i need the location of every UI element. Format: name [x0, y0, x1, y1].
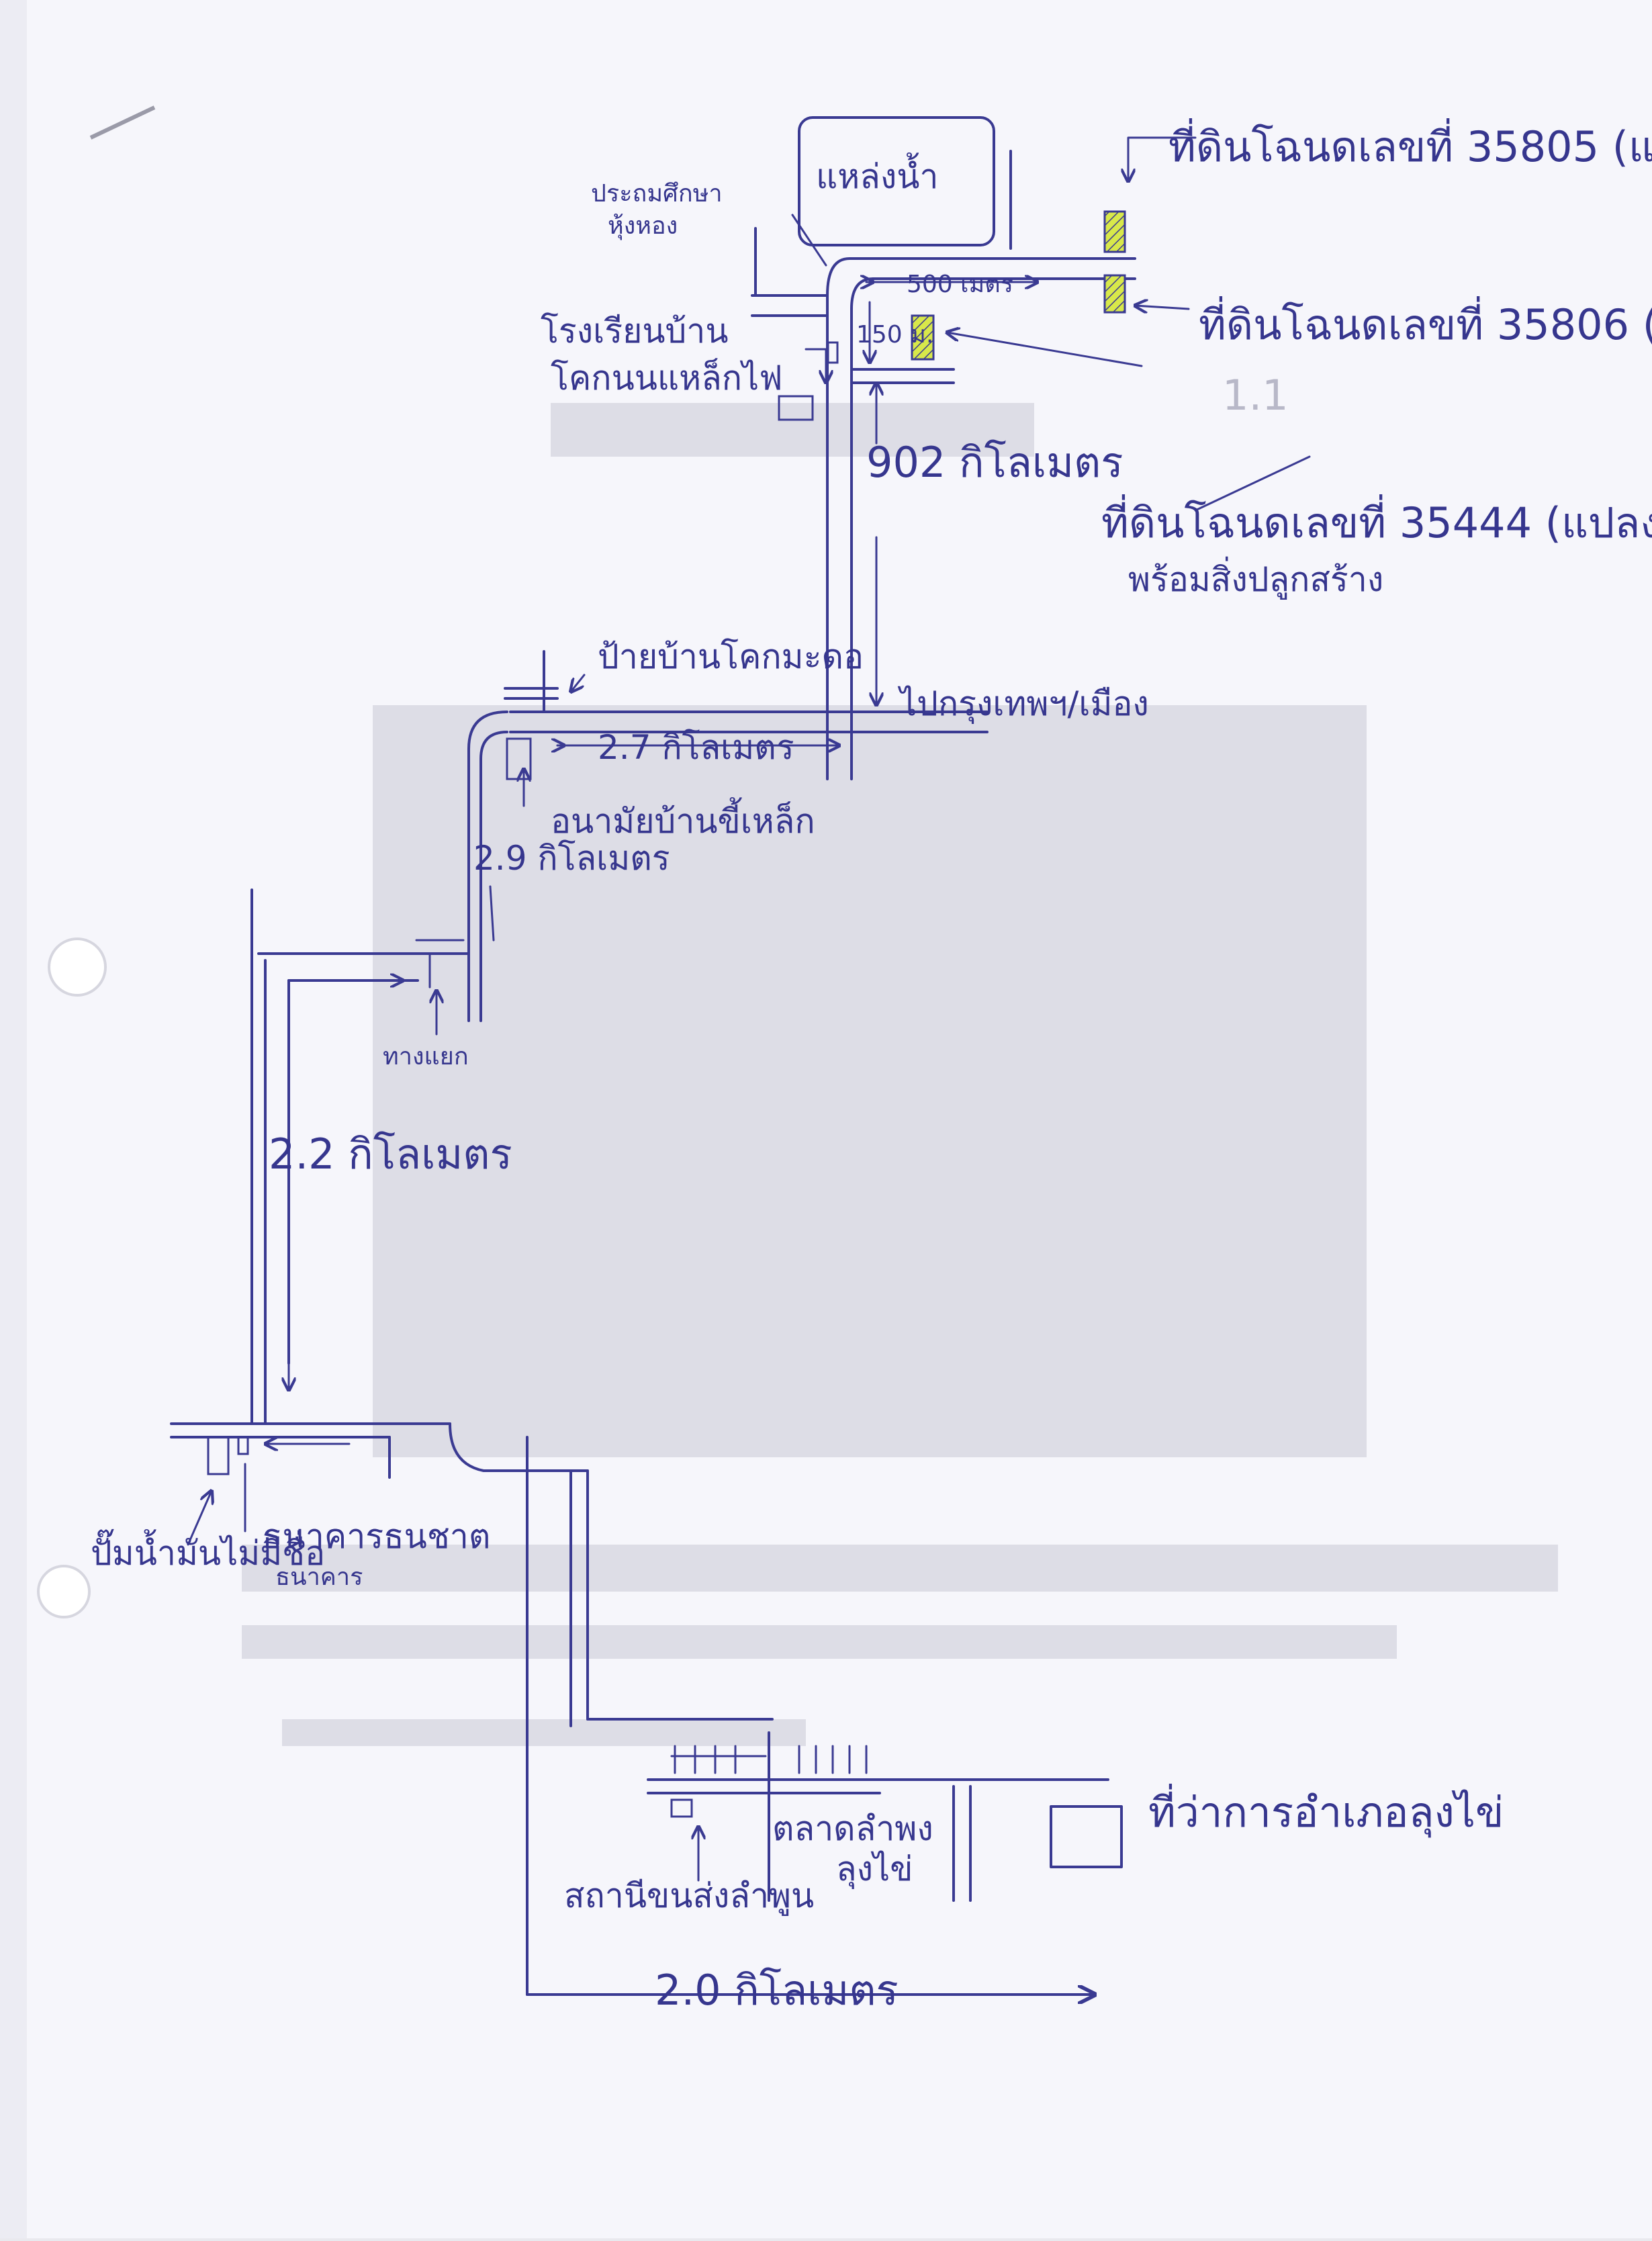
school-name-line: โรงเรียนบ้าน	[541, 312, 729, 351]
distance-2-2km: 2.2 กิโลเมตร	[269, 1130, 512, 1179]
bus-station-label: สถานีขนส่งลำพูน	[564, 1876, 814, 1916]
parcel-2-marker	[1103, 210, 1126, 253]
village-sign-post	[504, 650, 559, 713]
bank-box	[237, 1436, 249, 1455]
distance-2-0km: 2.0 กิโลเมตร	[655, 1966, 899, 2015]
district-office-label: ที่ว่าการอำเภอลุงไข่	[1148, 1784, 1504, 1837]
gas-station-label: ปั๊มน้ำมันไม่มีชื่อ	[91, 1528, 325, 1573]
bleed-through-ghost	[242, 403, 1558, 1746]
district-office-box	[1050, 1805, 1123, 1868]
junction-marker	[415, 939, 465, 989]
school-box	[778, 395, 814, 421]
water-tank-box	[798, 116, 995, 246]
distance-500m: 500 เมตร	[907, 271, 1013, 298]
parcel-3-marker	[1103, 274, 1126, 314]
village-sign-label: ป้ายบ้านโคกมะดอ	[598, 637, 864, 676]
bus-station-box	[670, 1798, 693, 1818]
market-label: ตลาดลำพง ลุงไข่	[772, 1809, 944, 1889]
bank-label: ธนาคารธนชาต	[262, 1517, 490, 1556]
distance-2-9km: 2.9 กิโลเมตร	[473, 839, 670, 878]
leader-arrows	[187, 136, 1311, 1882]
parcel-3-label: ที่ดินโฉนดเลขที่ 35806 (แปลง 3)	[1199, 296, 1652, 349]
parcel-1-marker	[911, 314, 935, 361]
bank-caption: ธนาคาร	[275, 1563, 363, 1591]
clinic-label: อนามัยบ้านขี้เหล็ก	[551, 797, 815, 841]
parcel-2-label: ที่ดินโฉนดเลขที่ 35805 (แปลง 2)	[1168, 118, 1652, 171]
school-top-line: หุ้งหอง	[608, 212, 678, 240]
market-line: ตลาดลำพง	[772, 1809, 933, 1848]
school-name-label: โรงเรียนบ้าน โคกนนแหล็กไฟ	[541, 312, 783, 398]
punch-holes	[37, 105, 156, 1618]
school-top-line: ประถมศึกษา	[591, 180, 723, 208]
gas-station-box	[207, 1436, 230, 1475]
school-top-label: ประถมศึกษา หุ้งหอง	[591, 180, 730, 240]
distance-902km: 902 กิโลเมตร	[866, 438, 1123, 487]
parcel-1-label: ที่ดินโฉนดเลขที่ 35444 (แปลง 1)	[1101, 494, 1652, 547]
parcel-1-note: พร้อมสิ่งปลูกสร้าง	[1128, 557, 1383, 600]
market-line: ลุงไข่	[836, 1849, 913, 1889]
junction-label: ทางแยก	[383, 1043, 469, 1070]
distance-150m: 150 ม.	[856, 321, 933, 349]
to-city-label: ไปกรุงเทพฯ/เมือง	[897, 684, 1149, 724]
water-tank-label: แหล่งน้ำ	[816, 152, 939, 196]
distance-2-7km: 2.7 กิโลเมตร	[598, 728, 794, 767]
school-name-line: โคกนนแหล็กไฟ	[551, 358, 783, 398]
corner-mark: 1.1	[1222, 371, 1289, 420]
school-building	[827, 341, 839, 364]
